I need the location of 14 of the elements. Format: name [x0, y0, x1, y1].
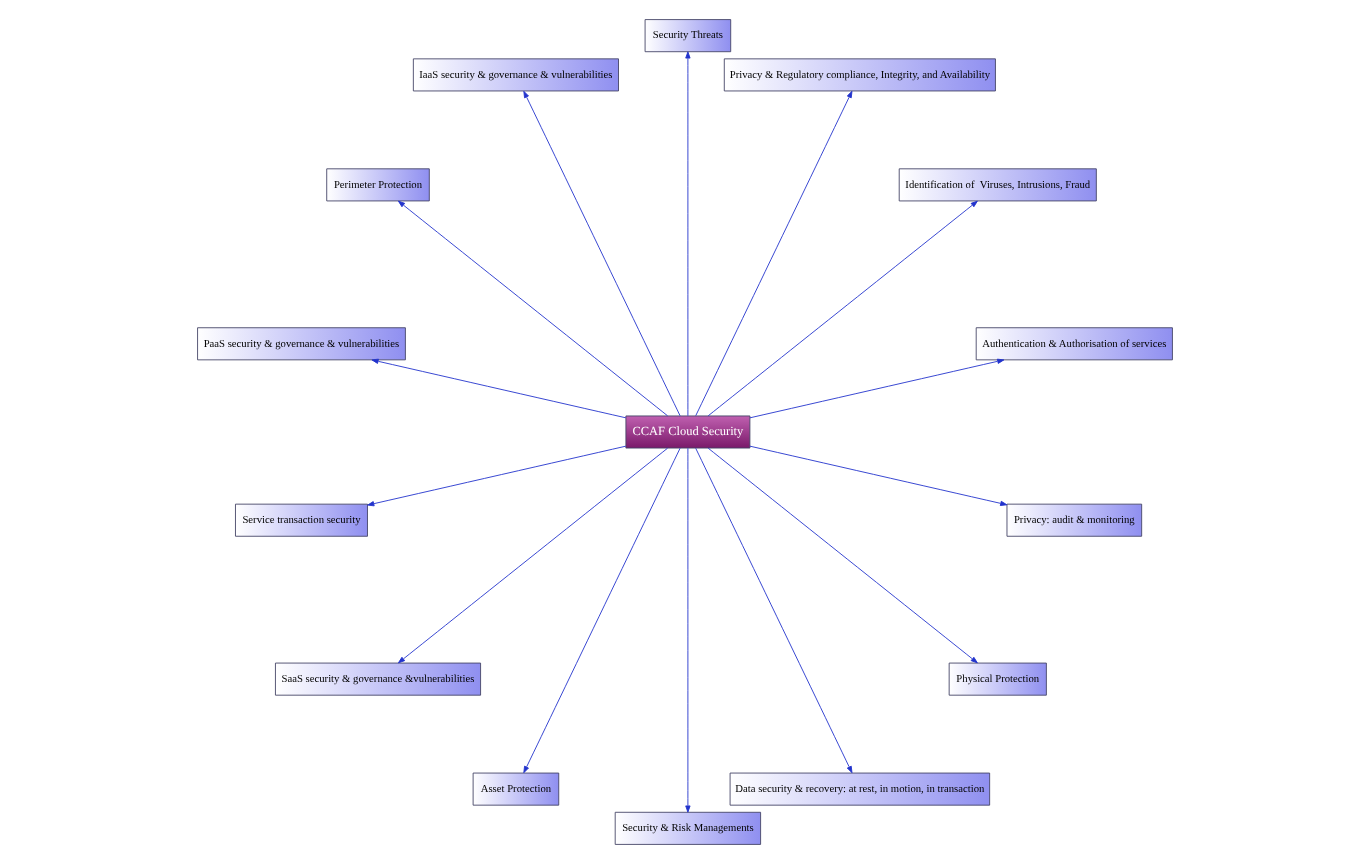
arrow: [706, 200, 977, 417]
arrow: [370, 358, 626, 419]
arrow: [694, 90, 852, 417]
arrow: [706, 447, 977, 664]
arrow: [396, 200, 667, 417]
arrow: [684, 447, 690, 813]
arrow: [694, 447, 852, 774]
arrow: [522, 90, 680, 417]
arrow: [684, 51, 690, 417]
arrow: [366, 445, 626, 507]
arrow: [396, 447, 667, 664]
arrow: [748, 358, 1004, 419]
arrow: [748, 445, 1007, 506]
arrow: [522, 447, 680, 774]
